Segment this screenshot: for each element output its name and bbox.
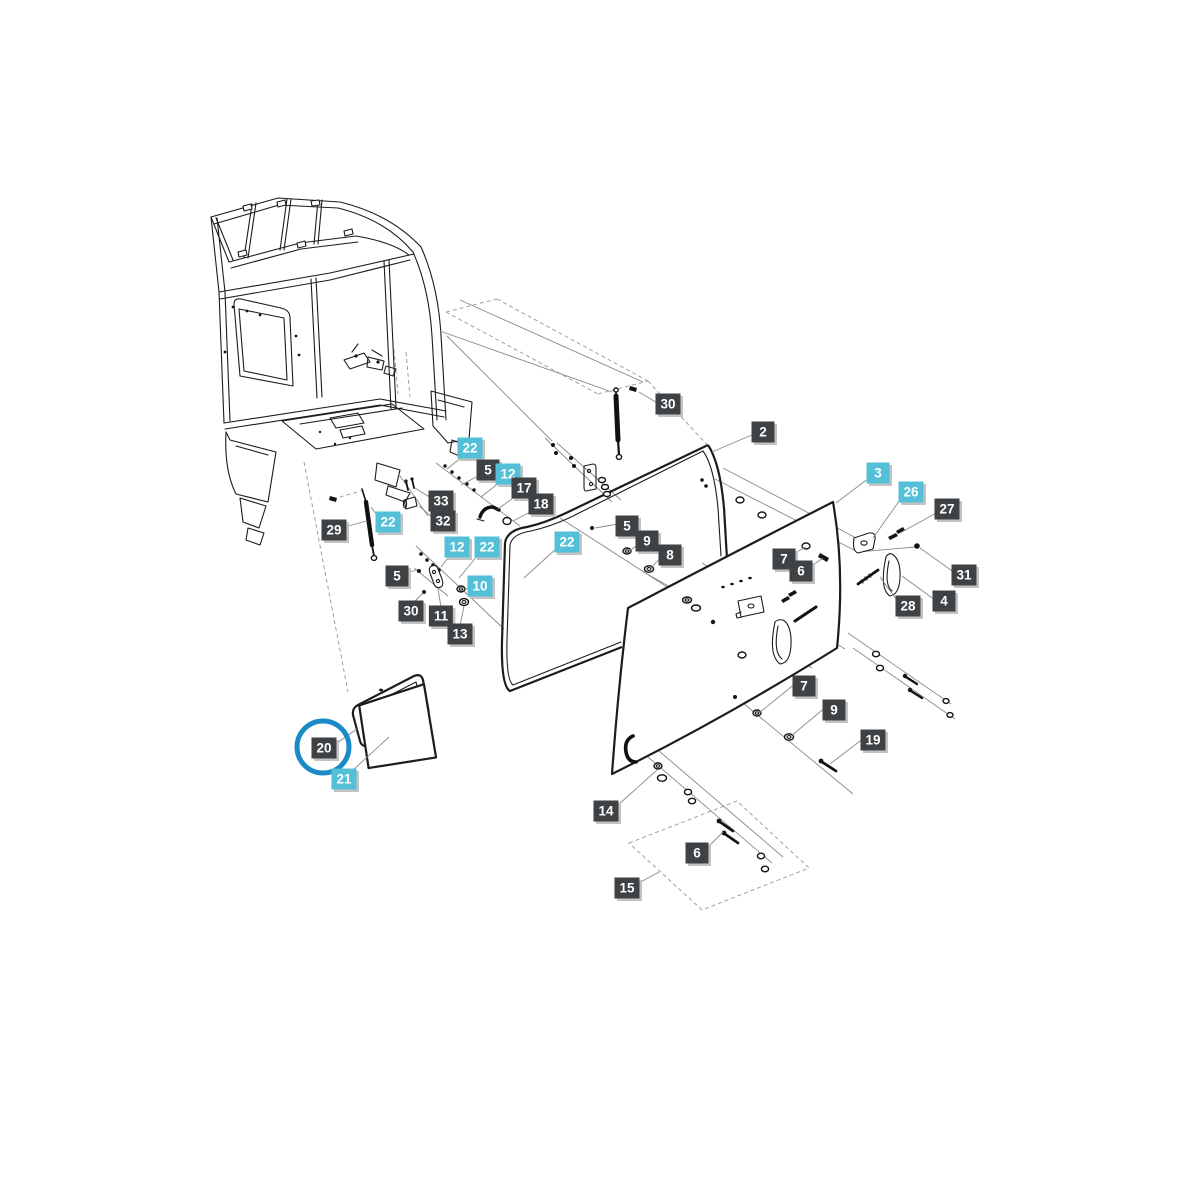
- part-label-19-32[interactable]: 19: [860, 729, 886, 751]
- part-label-5-25[interactable]: 5: [385, 565, 409, 587]
- fasteners-bottom: [654, 651, 953, 872]
- part-label-27-4[interactable]: 27: [934, 498, 960, 520]
- part-label-21-37[interactable]: 21: [331, 768, 357, 790]
- part-label-15-35[interactable]: 15: [614, 877, 640, 899]
- highlight-circle: [297, 721, 349, 773]
- part-label-22-18[interactable]: 22: [474, 536, 500, 558]
- part-label-18-12[interactable]: 18: [528, 493, 554, 515]
- part-label-3-2[interactable]: 3: [866, 462, 890, 484]
- gas-strut-29: [329, 489, 377, 560]
- part-label-20-36[interactable]: 20: [311, 737, 337, 759]
- rear-window-seal: [502, 445, 727, 691]
- part-label-12-17[interactable]: 12: [444, 536, 470, 558]
- part-label-9-31[interactable]: 9: [822, 699, 846, 721]
- glass-handle: [626, 736, 636, 762]
- part-label-11-28[interactable]: 11: [428, 605, 454, 627]
- part-label-33-13[interactable]: 33: [428, 490, 454, 512]
- part-label-14-33[interactable]: 14: [593, 800, 619, 822]
- glass-latch-parts: [683, 590, 817, 664]
- part-label-29-16[interactable]: 29: [321, 519, 347, 541]
- part-label-31-5[interactable]: 31: [951, 564, 977, 586]
- part-label-4-6[interactable]: 4: [932, 590, 956, 612]
- part-label-10-26[interactable]: 10: [467, 575, 493, 597]
- part-label-30-0[interactable]: 30: [655, 393, 681, 415]
- part-label-7-30[interactable]: 7: [792, 675, 816, 697]
- projection-dashed-lines: [304, 299, 809, 910]
- rear-glass: [612, 502, 840, 774]
- part-label-5-9[interactable]: 5: [476, 459, 500, 481]
- cab-frame: [211, 198, 474, 545]
- part-label-26-3[interactable]: 26: [898, 481, 924, 503]
- small-parts-left: [403, 443, 653, 605]
- part-label-6-34[interactable]: 6: [685, 842, 709, 864]
- part-label-9-21[interactable]: 9: [635, 530, 659, 552]
- part-label-22-19[interactable]: 22: [554, 531, 580, 553]
- gas-strut-30: [614, 386, 637, 459]
- part-label-6-24[interactable]: 6: [789, 560, 813, 582]
- part-label-5-20[interactable]: 5: [615, 515, 639, 537]
- part-label-2-1[interactable]: 2: [751, 421, 775, 443]
- part-label-17-11[interactable]: 17: [511, 477, 537, 499]
- part-label-8-22[interactable]: 8: [658, 544, 682, 566]
- part-label-30-27[interactable]: 30: [398, 600, 424, 622]
- part-label-22-8[interactable]: 22: [457, 437, 483, 459]
- part-label-28-7[interactable]: 28: [895, 595, 921, 617]
- part-label-13-29[interactable]: 13: [447, 623, 473, 645]
- part-label-22-15[interactable]: 22: [375, 511, 401, 533]
- part-label-32-14[interactable]: 32: [430, 510, 456, 532]
- hinge-parts: [700, 478, 920, 596]
